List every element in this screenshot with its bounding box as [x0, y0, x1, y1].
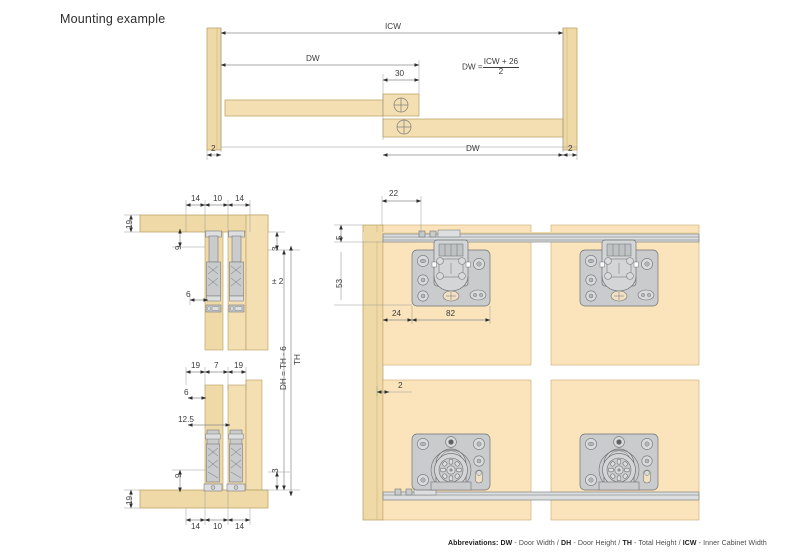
lower-section-detail — [124, 350, 300, 525]
dim-u-14-right: 14 — [235, 194, 245, 203]
fitting-bottom-left — [411, 433, 491, 491]
formula-lhs: DW = — [462, 62, 483, 72]
dim-dw-top: DW — [306, 54, 320, 63]
abbr-term: DH — [561, 540, 572, 547]
dim-l-14-right: 14 — [235, 522, 245, 531]
dim-gap-left: 2 — [211, 144, 216, 153]
abbreviations-footer: Abbreviations: DW - Door Width / DH - Do… — [448, 540, 767, 547]
dim-h-24: 24 — [392, 309, 402, 318]
dim-l-19-right: 19 — [234, 361, 244, 370]
abbr-meaning: - Door Height — [571, 540, 617, 547]
hardware-mounting-grid — [334, 196, 700, 521]
fitting-bottom-right — [579, 433, 659, 491]
dim-gap-right: 2 — [568, 144, 573, 153]
fitting-top-right — [579, 239, 659, 307]
abbr-separator: / — [554, 540, 562, 547]
dim-l-10: 10 — [213, 522, 223, 531]
formula-denominator: 2 — [498, 66, 504, 76]
abbr-term: TH — [622, 540, 632, 547]
dim-l-19-left: 19 — [191, 361, 201, 370]
dim-h-5: 5 — [335, 235, 344, 240]
abbr-meaning: - Total Height — [631, 540, 677, 547]
formula-numerator: ICW + 26 — [482, 57, 520, 68]
fitting-top-left — [411, 239, 491, 307]
dim-u-14-left: 14 — [191, 194, 201, 203]
dim-h-2: 2 — [398, 381, 403, 390]
dim-h-82: 82 — [446, 309, 456, 318]
dim-u-tolerance: ± 2 — [272, 277, 284, 286]
dim-u-6: 6 — [186, 290, 191, 299]
dim-l-19-bottom: 19 — [125, 495, 134, 505]
dim-h-53: 53 — [335, 278, 344, 288]
dim-u-9: 9 — [174, 245, 183, 250]
upper-section-detail — [124, 200, 300, 351]
dim-u-3: 3 — [271, 246, 280, 251]
abbr-separator: / — [616, 540, 623, 547]
dim-l-7: 7 — [214, 361, 219, 370]
dim-u-10: 10 — [213, 194, 223, 203]
top-plan-view — [206, 27, 578, 160]
dim-l-6: 6 — [184, 388, 189, 397]
dim-l-3: 3 — [271, 468, 280, 473]
dim-l-14-left: 14 — [191, 522, 201, 531]
abbr-separator: / — [676, 540, 683, 547]
dim-dh-label: DH = TH - 6 — [279, 346, 288, 390]
dim-l-9: 9 — [174, 473, 183, 478]
dim-icw: ICW — [385, 22, 401, 31]
dim-u-19: 19 — [125, 219, 134, 229]
abbr-meaning: - Door Width — [512, 540, 555, 547]
page-title: Mounting example — [60, 12, 166, 26]
abbreviations-list: DW - Door Width / DH - Door Height / TH … — [500, 540, 766, 547]
dim-dw-bottom: DW — [466, 144, 480, 153]
dim-h-22: 22 — [389, 189, 399, 198]
dim-th-label: TH — [293, 354, 302, 365]
abbr-meaning: - Inner Cabinet Width — [696, 540, 767, 547]
abbr-term: DW — [500, 540, 513, 547]
abbr-term: ICW — [682, 540, 697, 547]
abbreviations-label: Abbreviations: — [448, 540, 499, 547]
dim-30: 30 — [395, 69, 405, 78]
dim-l-12-5: 12.5 — [178, 415, 194, 424]
